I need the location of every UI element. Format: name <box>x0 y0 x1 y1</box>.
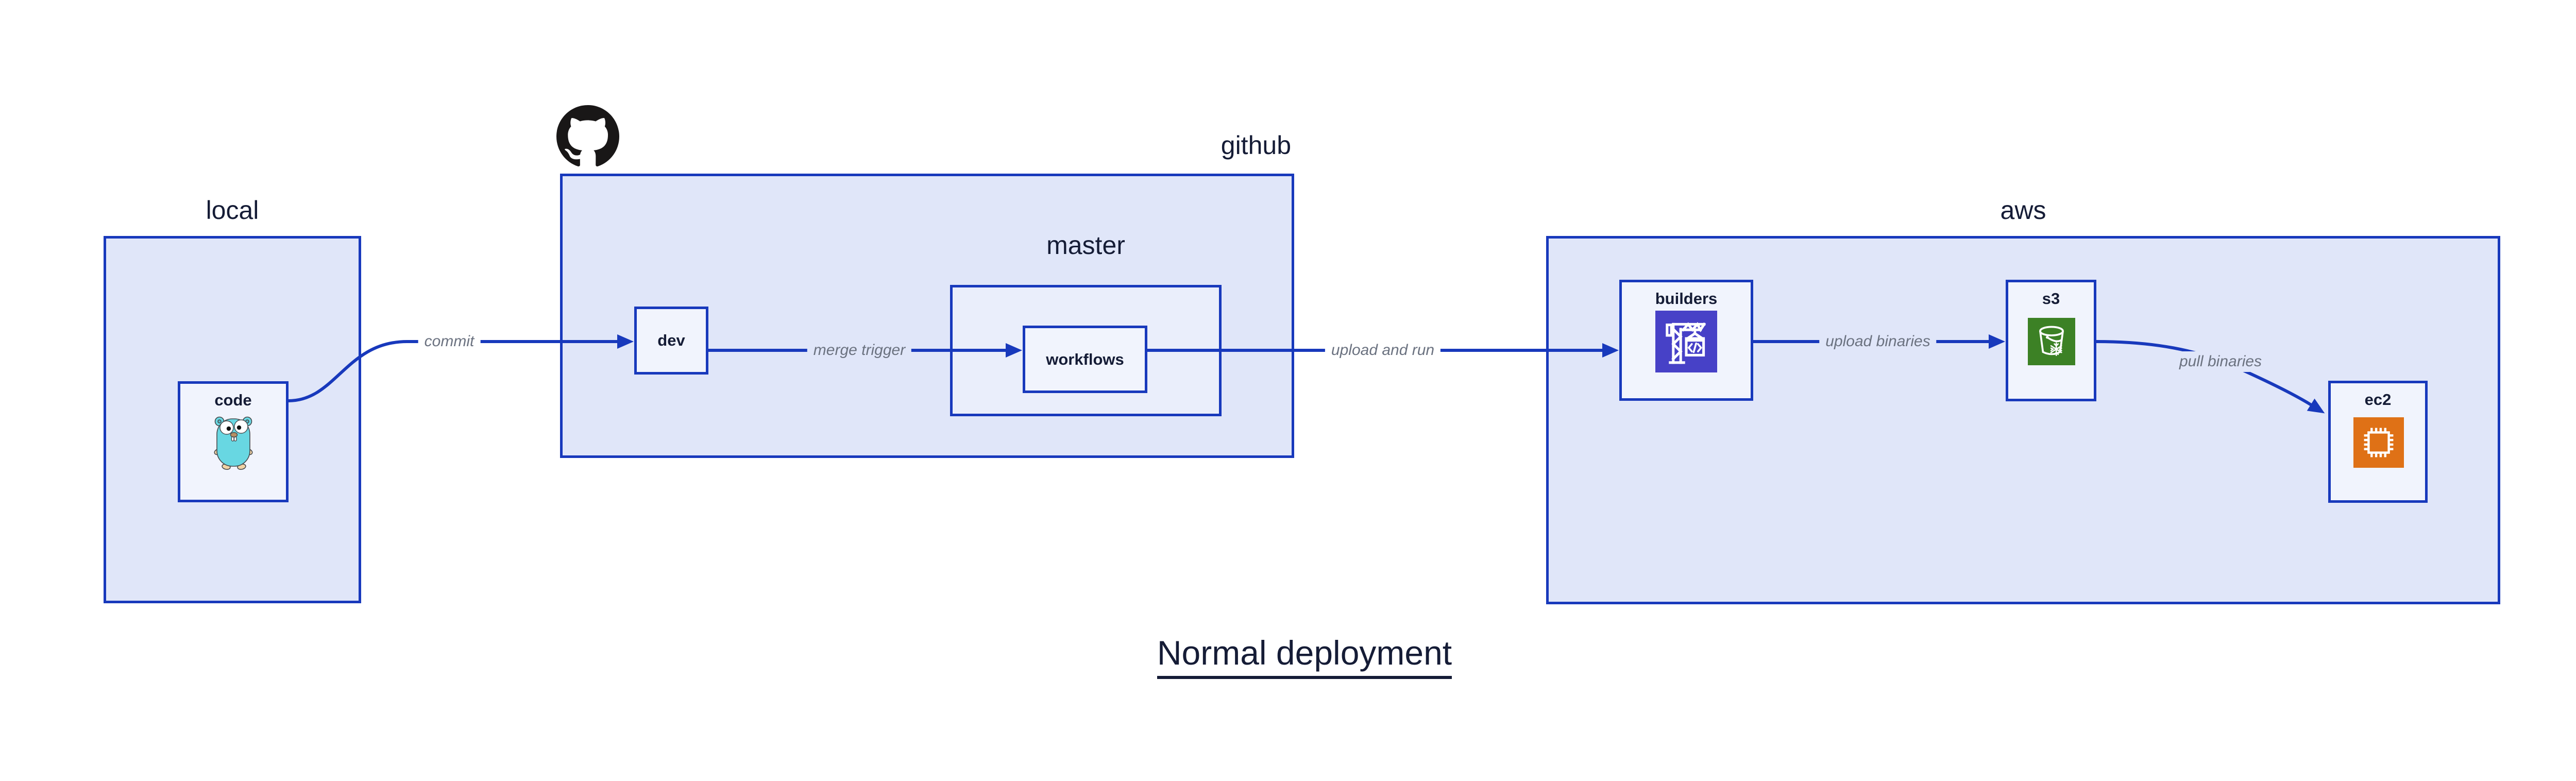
aws-s3-bucket-icon <box>2028 318 2075 368</box>
workflows-node-label: workflows <box>1046 350 1124 368</box>
edge-label-commit: commit <box>418 331 481 352</box>
aws-ec2-chip-icon <box>2353 417 2404 470</box>
edge-label-pull-binaries: pull binaries <box>2173 351 2268 372</box>
code-node-label: code <box>214 391 252 409</box>
diagram-title: Normal deployment <box>1047 633 1562 679</box>
dev-node-box: dev <box>634 307 708 375</box>
github-container-label: github <box>1221 131 1291 160</box>
edge-label-upload-binaries: upload binaries <box>1819 331 1937 352</box>
edge-label-upload-and-run: upload and run <box>1325 340 1441 361</box>
dev-node-label: dev <box>657 331 685 349</box>
go-gopher-icon <box>213 414 254 473</box>
aws-container-label: aws <box>2000 196 2046 225</box>
workflows-node-box: workflows <box>1023 326 1147 393</box>
ec2-node-box: ec2 <box>2328 381 2428 503</box>
edge-label-merge-trigger: merge trigger <box>807 340 912 361</box>
builders-node-label: builders <box>1655 290 1718 308</box>
builders-node-box: builders <box>1619 280 1753 401</box>
s3-node-label: s3 <box>2042 290 2060 308</box>
diagram-title-text: Normal deployment <box>1157 633 1452 679</box>
s3-node-box: s3 <box>2006 280 2096 401</box>
local-container-label: local <box>206 196 259 225</box>
github-octocat-icon <box>556 105 619 171</box>
aws-codebuild-crane-icon <box>1655 311 1717 375</box>
master-container-label: master <box>1046 231 1125 260</box>
ec2-node-label: ec2 <box>2364 390 2392 409</box>
code-node-box: code <box>178 381 289 502</box>
